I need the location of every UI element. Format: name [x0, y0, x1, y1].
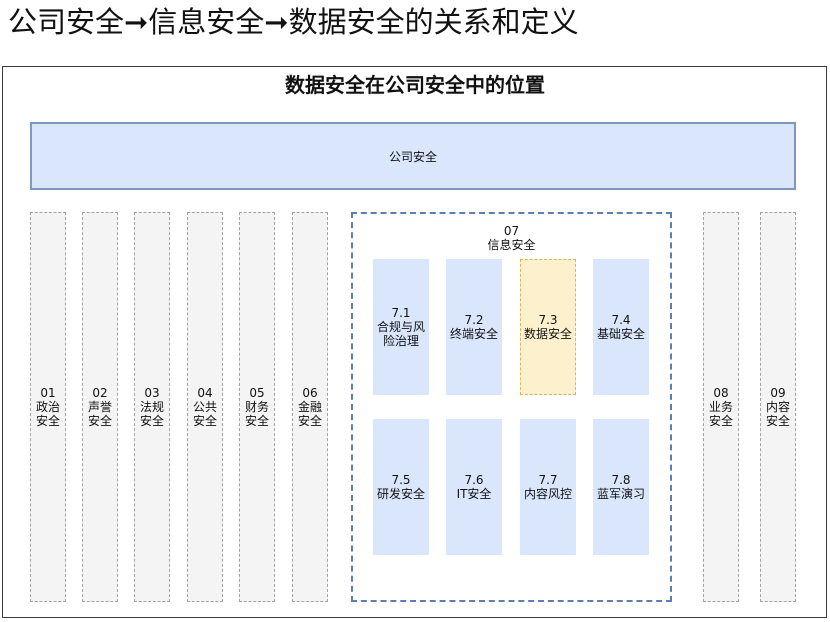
cell-label: 数据安全 [523, 327, 572, 341]
column-01: 01 政治 安全 [30, 212, 66, 602]
column-number: 08 [713, 386, 729, 400]
diagram-title: 数据安全在公司安全中的位置 [285, 73, 545, 97]
cell-7-4: 7.4 基础安全 [593, 259, 649, 395]
column-number: 04 [197, 386, 213, 400]
cell-7-5: 7.5 研发安全 [373, 419, 429, 555]
cell-number: 7.6 [464, 473, 484, 487]
column-label: 法规 安全 [139, 400, 164, 428]
column-number: 01 [40, 386, 56, 400]
cell-7-1: 7.1 合规与风 险治理 [373, 259, 429, 395]
cell-7-6: 7.6 IT安全 [446, 419, 502, 555]
column-02: 02 声誉 安全 [82, 212, 118, 602]
column-08: 08 业务 安全 [703, 212, 739, 602]
column-label: 业务 安全 [708, 400, 733, 428]
column-number: 03 [144, 386, 160, 400]
column-number: 06 [302, 386, 318, 400]
cell-number: 7.1 [391, 306, 411, 320]
cell-label: IT安全 [456, 487, 492, 501]
column-09: 09 内容 安全 [760, 212, 796, 602]
info-security-title: 07 信息安全 [351, 224, 672, 252]
cell-label: 研发安全 [376, 487, 425, 501]
company-security-label: 公司安全 [388, 149, 437, 164]
column-03: 03 法规 安全 [134, 212, 170, 602]
column-06: 06 金融 安全 [292, 212, 328, 602]
column-05: 05 财务 安全 [239, 212, 275, 602]
info-security-number: 07 [503, 224, 520, 238]
column-label: 财务 安全 [244, 400, 269, 428]
cell-label: 蓝军演习 [596, 487, 645, 501]
column-label: 政治 安全 [35, 400, 60, 428]
cell-label: 基础安全 [596, 327, 645, 341]
info-security-label: 信息安全 [487, 238, 536, 252]
cell-number: 7.4 [611, 313, 631, 327]
column-number: 05 [249, 386, 265, 400]
column-label: 声誉 安全 [87, 400, 112, 428]
page-title: 公司安全➞信息安全➞数据安全的关系和定义 [8, 5, 579, 39]
column-label: 金融 安全 [297, 400, 322, 428]
cell-label: 合规与风 险治理 [376, 320, 425, 348]
cell-number: 7.3 [538, 313, 558, 327]
cell-7-2: 7.2 终端安全 [446, 259, 502, 395]
cell-number: 7.2 [464, 313, 484, 327]
cell-7-8: 7.8 蓝军演习 [593, 419, 649, 555]
column-label: 内容 安全 [765, 400, 790, 428]
cell-number: 7.8 [611, 473, 631, 487]
column-number: 02 [92, 386, 108, 400]
column-label: 公共 安全 [192, 400, 217, 428]
cell-label: 内容风控 [523, 487, 572, 501]
cell-7-7: 7.7 内容风控 [520, 419, 576, 555]
company-security-box: 公司安全 [30, 122, 796, 190]
cell-7-3-data-security: 7.3 数据安全 [520, 259, 576, 395]
column-number: 09 [770, 386, 786, 400]
column-04: 04 公共 安全 [187, 212, 223, 602]
cell-number: 7.5 [391, 473, 411, 487]
cell-label: 终端安全 [449, 327, 498, 341]
cell-number: 7.7 [538, 473, 558, 487]
